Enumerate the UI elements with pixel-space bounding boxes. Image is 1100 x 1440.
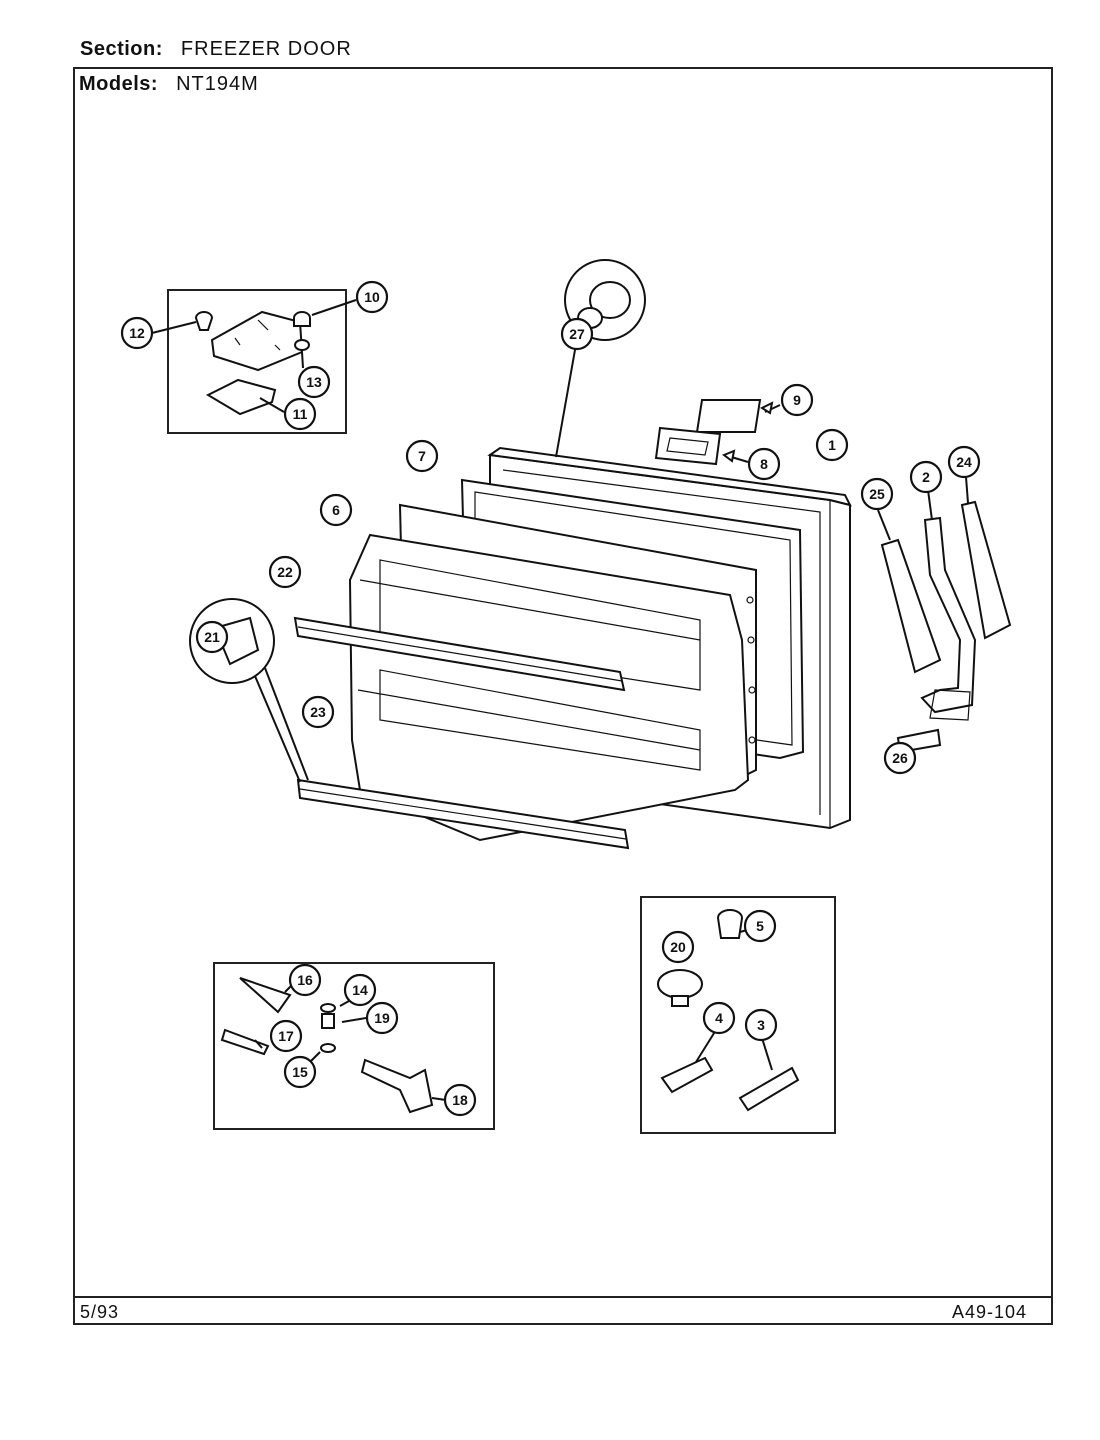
shelf-rail-upper: [293, 616, 626, 692]
callout-9: 9: [780, 383, 814, 417]
callout-2: 2: [909, 460, 943, 494]
hinge-plate-inset: [151, 289, 357, 434]
door-stop-detail: [555, 259, 646, 458]
svg-text:21: 21: [204, 629, 220, 645]
callout-6: 6: [319, 493, 353, 527]
callout-3: 3: [744, 1008, 778, 1042]
callout-16: 16: [288, 963, 322, 997]
handle-parts-inset: [640, 896, 836, 1134]
callout-25: 25: [860, 477, 894, 511]
section-value: FREEZER DOOR: [180, 38, 352, 60]
callout-7: 7: [405, 439, 439, 473]
footer-rule: [73, 1296, 1053, 1298]
callout-26: 26: [883, 741, 917, 775]
svg-text:23: 23: [310, 704, 326, 720]
callout-21: 21: [195, 620, 229, 654]
svg-text:3: 3: [757, 1017, 765, 1033]
latch-parts-inset: [213, 962, 495, 1130]
diagram-frame: [73, 67, 1053, 1325]
section-heading: Section: FREEZER DOOR: [80, 38, 352, 61]
svg-text:13: 13: [306, 374, 322, 390]
callout-17: 17: [269, 1019, 303, 1053]
footer-date: 5/93: [80, 1302, 120, 1322]
svg-text:11: 11: [293, 406, 308, 422]
callout-15: 15: [283, 1055, 317, 1089]
models-key: Models:: [79, 73, 159, 95]
door-liner: [348, 503, 757, 842]
callout-1: 1: [815, 428, 849, 462]
callout-23: 23: [301, 695, 335, 729]
models-value: NT194M: [176, 73, 259, 95]
callout-19: 19: [365, 1001, 399, 1035]
callout-14: 14: [343, 973, 377, 1007]
svg-text:19: 19: [374, 1010, 390, 1026]
callout-4: 4: [702, 1001, 736, 1035]
svg-text:2: 2: [922, 469, 930, 485]
section-key: Section:: [80, 38, 163, 60]
svg-text:20: 20: [670, 939, 686, 955]
svg-text:16: 16: [297, 972, 313, 988]
callout-8: 8: [747, 447, 781, 481]
callout-11: 11: [283, 397, 317, 431]
svg-text:10: 10: [364, 289, 380, 305]
callout-24: 24: [947, 445, 981, 479]
svg-text:27: 27: [569, 326, 585, 342]
trim-bracket: [654, 426, 749, 466]
callout-27: 27: [560, 317, 594, 351]
svg-text:14: 14: [352, 982, 368, 998]
hinge-bracket: [920, 489, 977, 721]
svg-text:24: 24: [956, 454, 972, 470]
callout-22: 22: [268, 555, 302, 589]
footer-page-code: A49-104: [952, 1302, 1028, 1322]
svg-text:18: 18: [452, 1092, 468, 1108]
svg-text:4: 4: [715, 1010, 723, 1026]
svg-text:9: 9: [793, 392, 801, 408]
hinge-cover-right: [960, 476, 1012, 640]
hinge-cover-left: [877, 509, 942, 674]
callout-10: 10: [355, 280, 389, 314]
svg-text:15: 15: [292, 1064, 308, 1080]
svg-text:5: 5: [756, 918, 764, 934]
svg-text:25: 25: [869, 486, 885, 502]
svg-text:12: 12: [129, 325, 145, 341]
svg-text:7: 7: [418, 448, 426, 464]
svg-text:22: 22: [277, 564, 293, 580]
callout-5: 5: [743, 909, 777, 943]
svg-text:26: 26: [892, 750, 908, 766]
models-heading: Models: NT194M: [79, 73, 259, 96]
shelf-rail-lower: [296, 778, 630, 850]
callout-12: 12: [120, 316, 154, 350]
callout-20: 20: [661, 930, 695, 964]
callout-13: 13: [297, 365, 331, 399]
svg-text:6: 6: [332, 502, 340, 518]
svg-text:8: 8: [760, 456, 768, 472]
svg-text:17: 17: [278, 1028, 294, 1044]
callout-18: 18: [443, 1083, 477, 1117]
trim-cover: [695, 399, 781, 433]
svg-text:1: 1: [828, 437, 836, 453]
